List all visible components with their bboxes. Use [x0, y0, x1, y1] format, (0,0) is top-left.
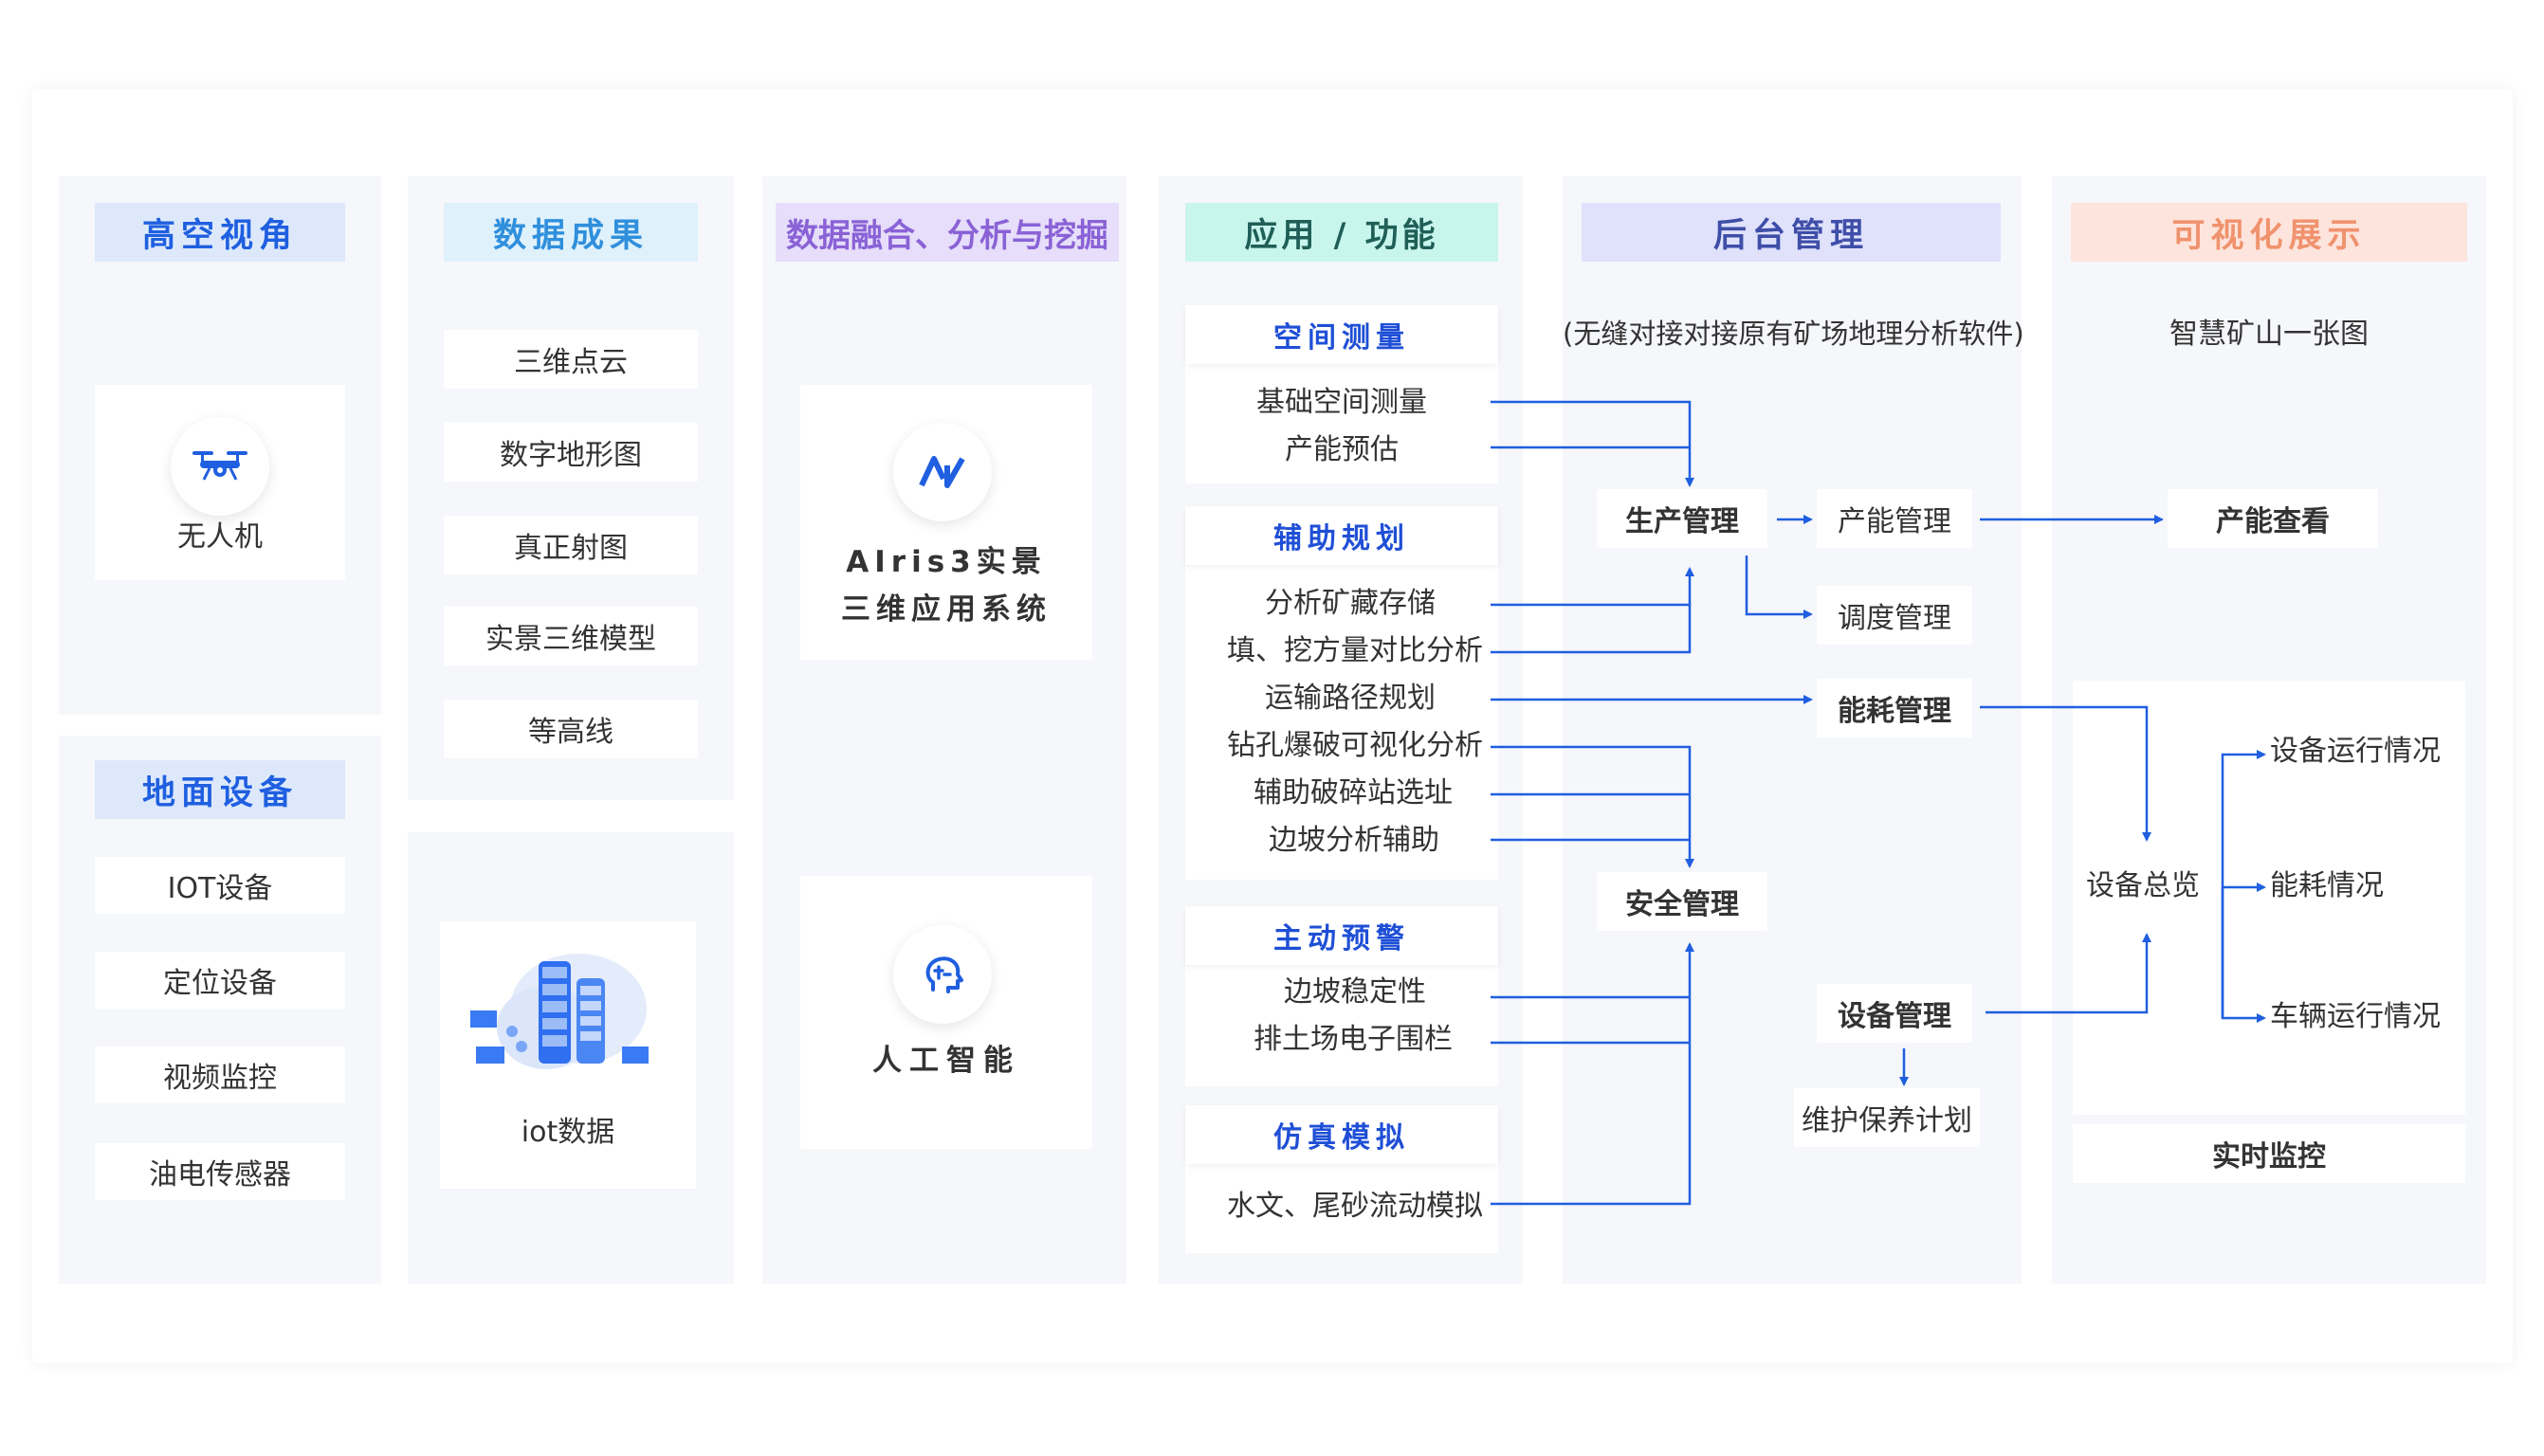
- header-aerial: 高空视角: [95, 203, 345, 262]
- node-overview: 设备总览: [2086, 869, 2200, 902]
- result-item: 数字地形图: [444, 423, 698, 482]
- app-item: 基础空间测量: [1256, 386, 1427, 419]
- header-ground: 地面设备: [95, 760, 345, 819]
- node-dispatch: 调度管理: [1817, 586, 1972, 645]
- node-safety: 安全管理: [1597, 872, 1767, 931]
- app-item: 分析矿藏存储: [1265, 587, 1436, 620]
- app-item: 运输路径规划: [1265, 682, 1436, 715]
- app-item: 边坡分析辅助: [1269, 824, 1439, 857]
- node-energy-status: 能耗情况: [2270, 869, 2384, 902]
- node-equipment-mgmt: 设备管理: [1817, 984, 1972, 1043]
- app-item: 边坡稳定性: [1284, 975, 1426, 1009]
- device-item: 定位设备: [95, 952, 345, 1009]
- app-item: 填、挖方量对比分析: [1227, 634, 1483, 667]
- iot-label: iot数据: [521, 1116, 615, 1149]
- header-visual: 可视化展示: [2071, 203, 2467, 262]
- node-realtime: 实时监控: [2073, 1124, 2465, 1183]
- ai-head-icon: [893, 925, 992, 1024]
- node-maintenance: 维护保养计划: [1794, 1088, 1980, 1147]
- node-energy-mgmt: 能耗管理: [1817, 679, 1972, 737]
- node-capacity-view: 产能查看: [2168, 489, 2378, 548]
- device-item: 视频监控: [95, 1046, 345, 1103]
- device-item: 油电传感器: [95, 1143, 345, 1200]
- result-item: 等高线: [444, 700, 698, 758]
- node-running: 设备运行情况: [2270, 735, 2441, 768]
- app-item: 排土场电子围栏: [1254, 1023, 1453, 1056]
- result-item: 实景三维模型: [444, 607, 698, 665]
- airis-title-line1: AIris3实景: [846, 545, 1047, 579]
- app-item: 水文、尾砂流动模拟: [1227, 1190, 1483, 1223]
- group-title: 主动预警: [1185, 906, 1498, 965]
- node-capacity-mgmt: 产能管理: [1817, 489, 1972, 548]
- ai-label: 人工智能: [872, 1044, 1020, 1078]
- app-item: 辅助破碎站选址: [1254, 776, 1453, 810]
- group-title: 辅助规划: [1185, 506, 1498, 565]
- airis-logo-icon: [893, 423, 992, 521]
- backend-subtitle: (无缝对接对接原有矿场地理分析软件): [1563, 318, 2024, 350]
- app-item: 钻孔爆破可视化分析: [1227, 729, 1483, 762]
- header-results: 数据成果: [444, 203, 698, 262]
- panel-results: [408, 176, 734, 800]
- result-item: 三维点云: [444, 330, 698, 389]
- header-apps: 应用 / 功能: [1185, 203, 1498, 262]
- result-item: 真正射图: [444, 516, 698, 574]
- device-item: IOT设备: [95, 857, 345, 914]
- app-item: 产能预估: [1285, 433, 1399, 466]
- visual-subtitle: 智慧矿山一张图: [2169, 318, 2369, 351]
- group-title: 仿真模拟: [1185, 1105, 1498, 1164]
- node-vehicle: 车辆运行情况: [2270, 1000, 2441, 1033]
- cloud-server-icon: [463, 940, 671, 1088]
- group-assist-plan: [1185, 506, 1498, 880]
- drone-icon: [171, 417, 269, 516]
- group-title: 空间测量: [1185, 305, 1498, 364]
- airis-title-line2: 三维应用系统: [841, 592, 1052, 627]
- header-fusion: 数据融合、分析与挖掘: [776, 203, 1119, 262]
- node-production: 生产管理: [1597, 489, 1767, 548]
- drone-label: 无人机: [177, 520, 263, 554]
- header-backend: 后台管理: [1582, 203, 2001, 262]
